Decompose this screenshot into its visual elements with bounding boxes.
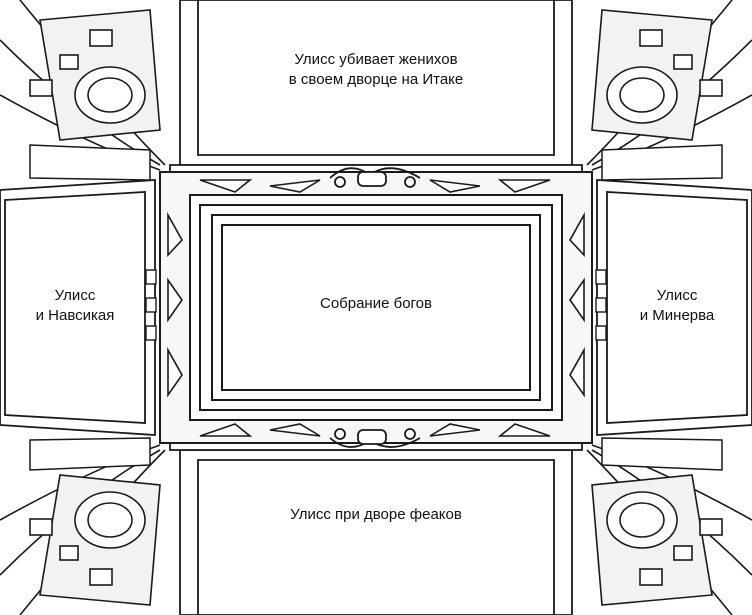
- corner-ornament-top-right: [591, 9, 723, 141]
- bottom-panel-frame: [169, 442, 583, 615]
- left-panel-label: Улисс и Навсикая: [10, 286, 140, 326]
- corner-ornament-bottom-left: [29, 474, 161, 606]
- left-panel-label-line-1: Улисс: [54, 287, 96, 304]
- top-panel-frame: [169, 0, 583, 173]
- bottom-panel-label-line-1: Улисс при дворе феаков: [290, 506, 462, 523]
- central-field: [159, 171, 593, 444]
- top-panel-label: Улисс убивает женихов в своем дворце на …: [236, 50, 516, 90]
- top-panel-label-line-2: в своем дворце на Итаке: [288, 71, 464, 88]
- left-panel-label-line-2: и Навсикая: [35, 307, 115, 324]
- center-panel-label-line-1: Собрание богов: [319, 295, 432, 312]
- right-panel-label-line-2: и Минерва: [639, 307, 715, 324]
- center-panel-label: Собрание богов: [276, 294, 476, 314]
- corner-ornament-bottom-right: [591, 474, 723, 606]
- side-cartouches: [29, 144, 723, 471]
- left-panel-frame: [0, 179, 156, 436]
- bottom-panel-label: Улисс при дворе феаков: [236, 505, 516, 525]
- right-panel-label-line-1: Улисс: [656, 287, 698, 304]
- corner-ornament-top-left: [29, 9, 161, 141]
- right-panel-label: Улисс и Минерва: [612, 286, 742, 326]
- right-panel-frame: [596, 179, 752, 436]
- top-panel-label-line-1: Улисс убивает женихов: [294, 51, 458, 68]
- scroll-ornaments: [329, 167, 421, 448]
- frame-ornaments: [167, 179, 585, 437]
- side-consoles: [145, 269, 607, 341]
